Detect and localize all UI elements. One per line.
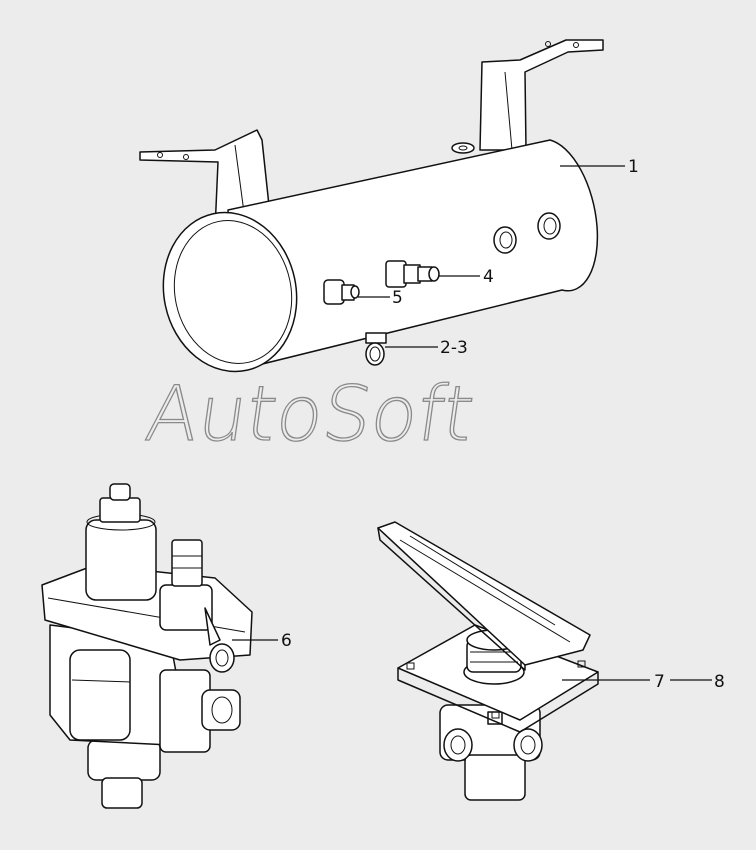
valve-lower-stem <box>87 739 161 781</box>
drain-valve <box>365 332 387 366</box>
valve-port <box>209 643 235 673</box>
air-reservoir-tank <box>139 39 604 373</box>
fitting-5 <box>323 279 360 305</box>
tank-side-port <box>537 212 561 240</box>
callout-label: 2-3 <box>440 338 468 358</box>
brake-pedal <box>377 521 591 671</box>
callout-7: 7 <box>562 672 665 692</box>
foot-brake-valve <box>377 521 599 801</box>
callout-label: 8 <box>714 672 725 692</box>
valve-side-fitting <box>171 539 203 587</box>
tank-side-port <box>493 226 517 254</box>
brake-valve-body <box>439 704 543 801</box>
callout-2-3: 2-3 <box>385 338 468 358</box>
callout-label: 6 <box>281 631 292 651</box>
valve-side-plug <box>201 689 241 731</box>
callout-label: 1 <box>628 157 639 177</box>
callout-label: 7 <box>654 672 665 692</box>
callout-label: 4 <box>483 267 494 287</box>
callout-label: 5 <box>392 288 403 308</box>
tank-end-cap <box>162 211 298 373</box>
tank-shell <box>227 139 599 371</box>
fitting-4 <box>385 260 440 288</box>
valve-main-cylinder <box>85 519 157 601</box>
callout-4: 4 <box>438 267 494 287</box>
tank-top-boss <box>451 142 475 154</box>
callout-5: 5 <box>358 288 403 308</box>
valve-assembly <box>41 483 253 809</box>
callout-6: 6 <box>232 631 292 651</box>
valve-top-cap <box>109 483 131 501</box>
brake-valve-plunger <box>463 629 525 685</box>
callout-8: 8 <box>670 672 725 692</box>
callout-1: 1 <box>560 157 639 177</box>
watermark-text: AutoSoft <box>141 370 480 459</box>
tank-bracket-right <box>479 39 604 151</box>
